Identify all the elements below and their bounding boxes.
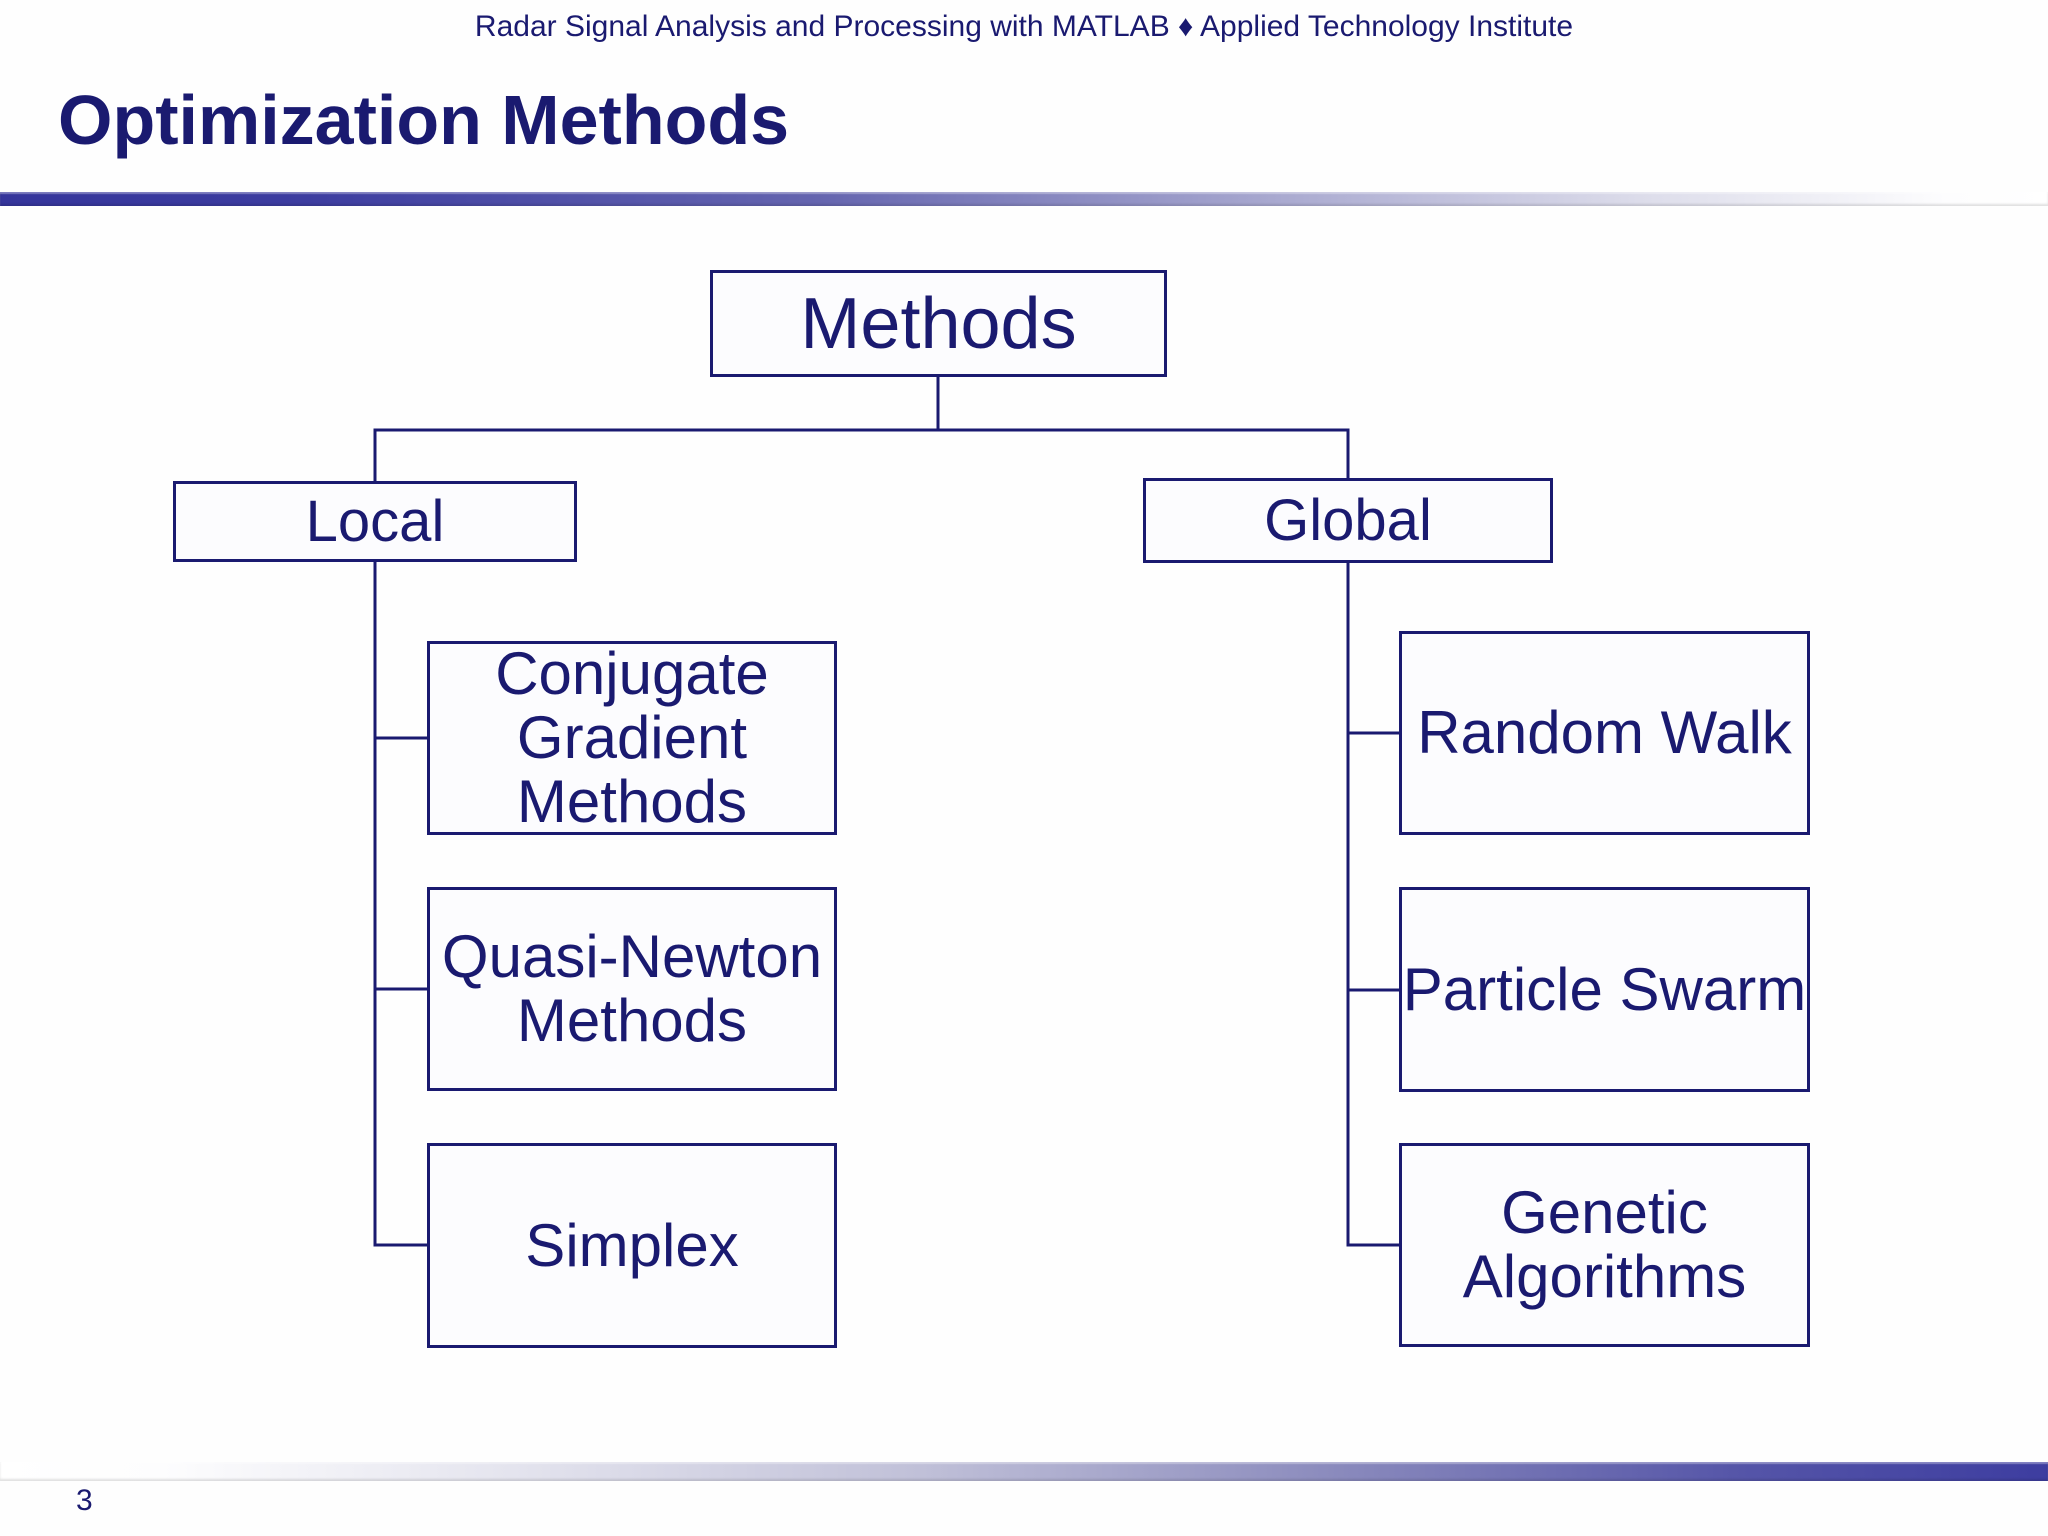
node-conjugate-gradient-methods: Conjugate Gradient Methods: [427, 641, 837, 835]
node-genetic-algorithms: Genetic Algorithms: [1399, 1143, 1810, 1347]
node-label: Conjugate Gradient Methods: [495, 640, 769, 835]
page-number: 3: [76, 1484, 93, 1517]
node-label: Genetic Algorithms: [1462, 1179, 1747, 1310]
page-title: Optimization Methods: [58, 81, 790, 159]
node-local: Local: [173, 481, 577, 562]
bottom-divider-bar: [0, 1462, 2048, 1481]
node-particle-swarm: Particle Swarm: [1399, 887, 1810, 1092]
node-global: Global: [1143, 478, 1553, 563]
slide-header-text: Radar Signal Analysis and Processing wit…: [474, 10, 1574, 43]
node-quasi-newton-methods: Quasi-Newton Methods: [427, 887, 837, 1091]
node-label: Quasi-Newton Methods: [441, 923, 823, 1054]
node-random-walk: Random Walk: [1399, 631, 1810, 835]
node-simplex: Simplex: [427, 1143, 837, 1348]
top-divider-bar: [0, 192, 2048, 206]
node-methods: Methods: [710, 270, 1167, 377]
